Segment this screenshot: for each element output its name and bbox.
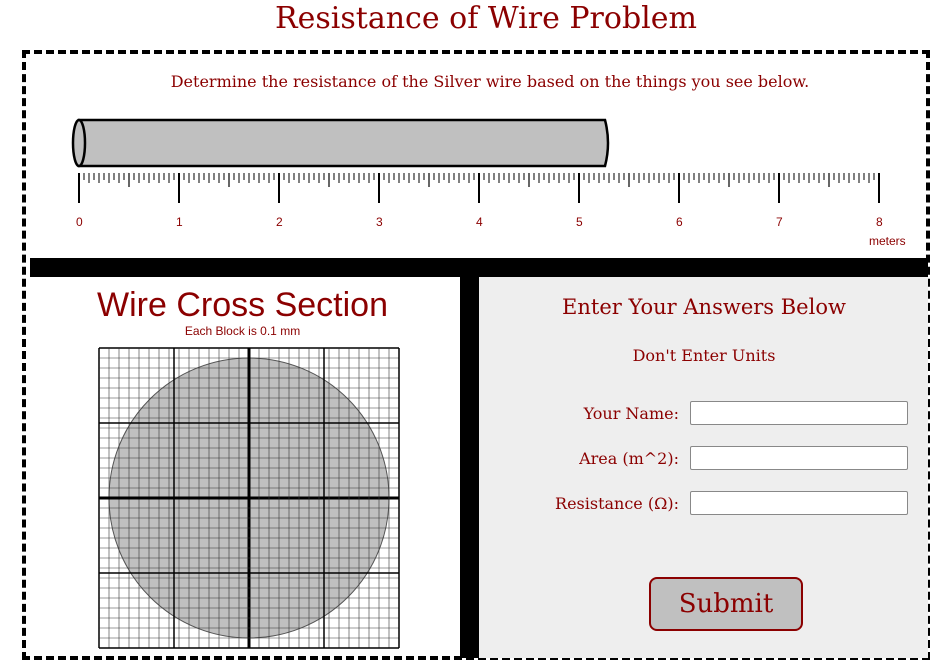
name-label: Your Name:: [583, 404, 679, 423]
ruler-tick-label: 0: [76, 215, 83, 229]
ruler-tick-label: 4: [476, 215, 483, 229]
submit-button[interactable]: Submit: [649, 577, 803, 631]
cross-section-title: Wire Cross Section: [97, 286, 388, 324]
page-title: Resistance of Wire Problem: [275, 1, 697, 36]
horizontal-divider: [30, 258, 928, 277]
ruler-tick-label: 3: [376, 215, 383, 229]
answer-panel-subtitle: Don't Enter Units: [632, 346, 776, 365]
ruler-tick-label: 7: [776, 215, 783, 229]
cross-section-subtitle: Each Block is 0.1 mm: [184, 324, 301, 338]
wire-end-cap: [71, 118, 87, 168]
answer-panel: Enter Your Answers Below Don't Enter Uni…: [479, 277, 928, 658]
answer-panel-title: Enter Your Answers Below: [562, 295, 846, 319]
ruler-tick-label: 2: [276, 215, 283, 229]
ruler-tick-label: 8: [876, 215, 883, 229]
ruler-tick-label: 5: [576, 215, 583, 229]
area-row: Area (m^2):: [479, 446, 929, 472]
problem-frame: [22, 50, 930, 660]
wire-body: [77, 118, 610, 168]
resistance-row: Resistance (Ω):: [479, 491, 929, 517]
area-input[interactable]: [690, 446, 908, 470]
cross-section-grid: [98, 347, 400, 649]
resistance-label: Resistance (Ω):: [555, 494, 679, 513]
ruler-unit-label: meters: [869, 234, 906, 248]
vertical-divider: [460, 277, 479, 658]
ruler-tick-label: 6: [676, 215, 683, 229]
area-label: Area (m^2):: [579, 449, 679, 468]
wire-and-ruler: [71, 118, 880, 203]
name-input[interactable]: [690, 401, 908, 425]
ruler-tick-label: 1: [176, 215, 183, 229]
resistance-input[interactable]: [690, 491, 908, 515]
instruction-text: Determine the resistance of the Silver w…: [170, 72, 810, 91]
name-row: Your Name:: [479, 401, 929, 427]
